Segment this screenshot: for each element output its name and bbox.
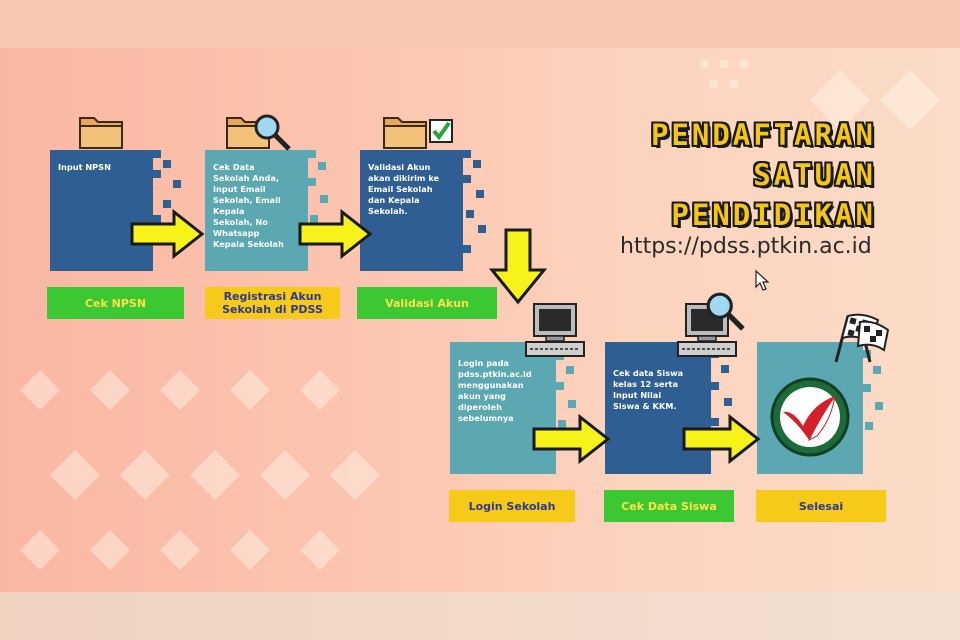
- step-label-6: Selesai: [756, 490, 886, 522]
- step-card-4: Login pada pdss.ptkin.ac.id menggunakan …: [450, 342, 556, 474]
- step-5-text: Cek data Siswa kelas 12 serta Input Nila…: [613, 368, 684, 411]
- step-label-3: Validasi Akun: [357, 287, 497, 319]
- step-6-label: Selesai: [798, 499, 844, 513]
- arrow-right-3: [532, 413, 611, 465]
- logo-icon: [770, 377, 850, 457]
- pattern-decoration-right: [700, 60, 940, 130]
- arrow-right-4: [682, 413, 761, 465]
- checkbox-icon: [429, 119, 453, 143]
- title-line-3: PENDIDIKAN: [671, 198, 876, 232]
- step-1-text: Input NPSN: [58, 162, 111, 172]
- website-url[interactable]: https://pdss.ptkin.ac.id: [620, 234, 872, 259]
- title-line-2: SATUAN: [753, 158, 876, 192]
- arrow-down: [488, 228, 548, 305]
- step-2-label: Registrasi Akun Sekolah di PDSS: [222, 290, 323, 316]
- step-3-label: Validasi Akun: [385, 296, 469, 310]
- background-strip: [0, 592, 960, 640]
- step-card-2: Cek Data Sekolah Anda, Input Email Sekol…: [205, 150, 308, 271]
- step-label-1: Cek NPSN: [47, 287, 184, 319]
- step-card-1: Input NPSN: [50, 150, 153, 271]
- arrow-right-2: [298, 208, 373, 260]
- step-1-label: Cek NPSN: [84, 296, 147, 310]
- pattern-decoration-left: [20, 370, 380, 570]
- step-label-2: Registrasi Akun Sekolah di PDSS: [205, 287, 340, 319]
- step-card-5: Cek data Siswa kelas 12 serta Input Nila…: [605, 342, 711, 474]
- folder-icon: [383, 117, 427, 149]
- checkered-flag-icon: [834, 313, 890, 363]
- arrow-right-1: [130, 208, 205, 260]
- step-3-text: Validasi Akun akan dikirim ke Email Seko…: [368, 162, 440, 216]
- step-card-3: Validasi Akun akan dikirim ke Email Seko…: [360, 150, 463, 271]
- cursor-icon: [755, 269, 770, 291]
- magnifier-icon: [254, 114, 291, 151]
- step-4-label: Login Sekolah: [468, 499, 556, 513]
- step-5-label: Cek Data Siswa: [621, 499, 717, 513]
- step-label-4: Login Sekolah: [449, 490, 575, 522]
- title-line-1: PENDAFTARAN: [650, 118, 876, 152]
- magnifier-icon: [706, 292, 745, 331]
- computer-icon: [525, 303, 585, 357]
- folder-icon: [79, 117, 123, 149]
- step-label-5: Cek Data Siswa: [604, 490, 734, 522]
- step-2-text: Cek Data Sekolah Anda, Input Email Sekol…: [213, 162, 284, 249]
- step-4-text: Login pada pdss.ptkin.ac.id menggunakan …: [458, 358, 532, 423]
